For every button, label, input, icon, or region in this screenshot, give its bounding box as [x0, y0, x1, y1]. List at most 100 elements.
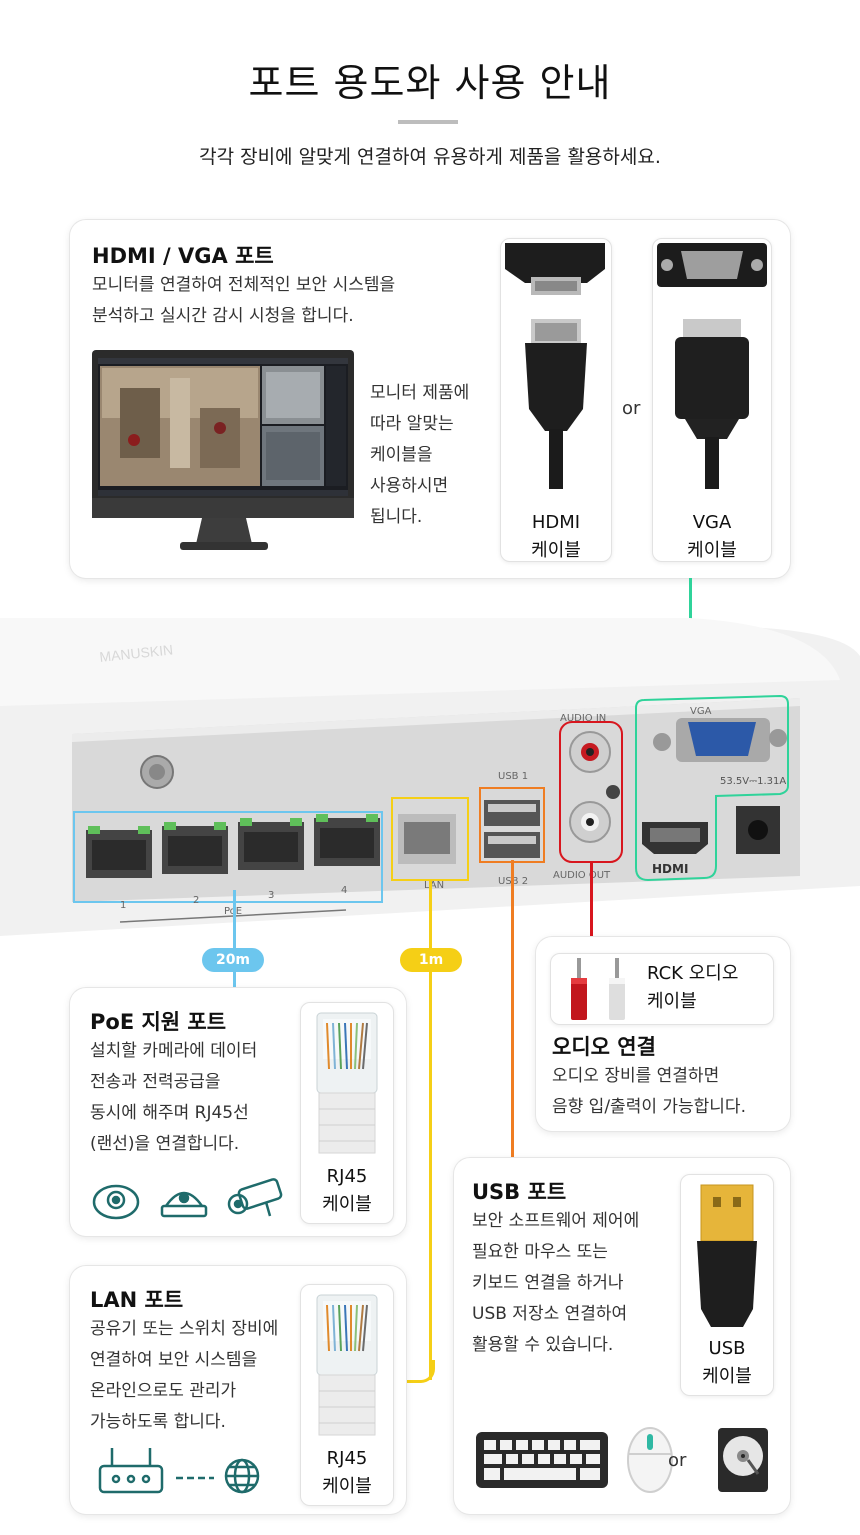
caption-line: VGA: [692, 512, 732, 533]
port-number: 1: [120, 900, 127, 911]
dome-camera-icon: [92, 1184, 140, 1220]
caption-line: 케이블: [647, 991, 697, 1012]
ceiling-camera-icon: [160, 1191, 208, 1218]
caption-line: 케이블: [702, 1366, 752, 1387]
rj45-cable-icon: [316, 1294, 378, 1436]
audio-card: RCK 오디오 케이블 오디오 연결 오디오 장비를 연결하면 음향 입/출력이…: [536, 937, 790, 1131]
usb-card: USB 포트 보안 소프트웨어 제어에 필요한 마우스 또는 키보드 연결을 하…: [454, 1158, 790, 1514]
hdmi-vga-desc: 모니터를 연결하여 전체적인 보안 시스템을 분석하고 실시간 감시 시청을 합…: [92, 270, 395, 332]
lan-card: LAN 포트 공유기 또는 스위치 장비에 연결하여 보안 시스템을 온라인으로…: [70, 1266, 406, 1514]
or-text: or: [668, 1450, 687, 1471]
rca-cable-icon: [571, 958, 625, 1020]
caption-line: RJ45: [326, 1448, 368, 1469]
bullet-camera-icon: [227, 1178, 283, 1217]
rj45-cable-icon: [316, 1012, 378, 1154]
caption-line: 케이블: [687, 540, 737, 561]
port-number: 3: [268, 890, 275, 901]
hard-drive-icon: [718, 1428, 768, 1492]
caption-line: 케이블: [322, 1476, 372, 1497]
rj45-cable-box: RJ45 케이블: [300, 1002, 394, 1224]
audio-out-label: AUDIO OUT: [553, 870, 611, 881]
vga-cable-icon: [657, 243, 767, 489]
desc-line: 모니터를 연결하여 전체적인 보안 시스템을: [92, 275, 396, 295]
rca-cable-box: RCK 오디오 케이블: [550, 953, 774, 1025]
audio-title: 오디오 연결: [552, 1035, 656, 1059]
desc-line: 동시에 해주며 RJ45선: [90, 1103, 249, 1123]
usb-title: USB 포트: [472, 1180, 567, 1204]
lan-title: LAN 포트: [90, 1288, 184, 1312]
usb-desc: 보안 소프트웨어 제어에 필요한 마우스 또는 키보드 연결을 하거나 USB …: [472, 1206, 639, 1361]
audio-desc: 오디오 장비를 연결하면 음향 입/출력이 가능합니다.: [552, 1061, 746, 1123]
lan-port-label: LAN: [424, 880, 445, 891]
note-line: 됩니다.: [370, 507, 423, 527]
poe-card: PoE 지원 포트 설치할 카메라에 데이터 전송과 전력공급을 동시에 해주며…: [70, 988, 406, 1236]
desc-line: 활용할 수 있습니다.: [472, 1335, 614, 1355]
usb-device-icons: [476, 1427, 768, 1493]
desc-line: (랜선)을 연결합니다.: [90, 1134, 240, 1154]
hdmi-vga-card: HDMI / VGA 포트 모니터를 연결하여 전체적인 보안 시스템을 분석하…: [70, 220, 790, 578]
lan-length-badge: 1m: [400, 948, 462, 972]
rca-cable-label: RCK 오디오 케이블: [647, 960, 769, 1016]
or-text: or: [622, 398, 641, 419]
camera-icons: [92, 1178, 283, 1220]
poe-connector-line: [233, 890, 236, 990]
hdmi-cable-box: HDMI 케이블: [500, 238, 612, 562]
usb-cable-icon: [697, 1184, 757, 1327]
vga-cable-label: VGA 케이블: [653, 509, 771, 565]
desc-line: 설치할 카메라에 데이터: [90, 1041, 258, 1061]
mouse-icon: [627, 1427, 673, 1493]
desc-line: USB 저장소 연결하여: [472, 1304, 628, 1324]
vga-cable-box: VGA 케이블: [652, 238, 772, 562]
lan-connector-corner: [405, 1360, 435, 1383]
rj45-cable-box: RJ45 케이블: [300, 1284, 394, 1506]
monitor-note: 모니터 제품에 따라 알맞는 케이블을 사용하시면 됩니다.: [370, 378, 469, 533]
hdmi-logo: HDMI: [652, 862, 689, 876]
usb-cable-label: USB 케이블: [681, 1335, 773, 1391]
usb-connector-line: [511, 860, 514, 1158]
desc-line: 키보드 연결을 하거나: [472, 1273, 624, 1293]
note-line: 모니터 제품에: [370, 383, 470, 403]
desc-line: 온라인으로도 관리가: [90, 1381, 237, 1401]
audio-in-label: AUDIO IN: [560, 713, 607, 724]
caption-line: RJ45: [326, 1166, 368, 1187]
usb-cable-box: USB 케이블: [680, 1174, 774, 1396]
note-line: 사용하시면: [370, 476, 449, 496]
desc-line: 보안 소프트웨어 제어에: [472, 1211, 640, 1231]
desc-line: 오디오 장비를 연결하면: [552, 1066, 720, 1086]
desc-line: 분석하고 실시간 감시 시청을 합니다.: [92, 306, 354, 326]
caption-line: RCK 오디오: [647, 963, 739, 984]
hdmi-cable-label: HDMI 케이블: [501, 509, 611, 565]
port-number: 2: [193, 895, 200, 906]
lan-desc: 공유기 또는 스위치 장비에 연결하여 보안 시스템을 온라인으로도 관리가 가…: [90, 1314, 278, 1438]
monitor-icon: [92, 350, 354, 550]
desc-line: 연결하여 보안 시스템을: [90, 1350, 258, 1370]
poe-length-badge: 20m: [202, 948, 264, 972]
desc-line: 음향 입/출력이 가능합니다.: [552, 1097, 746, 1117]
keyboard-icon: [476, 1432, 608, 1488]
audio-connector-line: [590, 862, 593, 938]
hdmi-vga-title: HDMI / VGA 포트: [92, 244, 274, 268]
title-divider: [398, 120, 458, 124]
rj45-cable-label: RJ45 케이블: [301, 1163, 393, 1219]
rj45-cable-label: RJ45 케이블: [301, 1445, 393, 1501]
page-subtitle: 각각 장비에 알맞게 연결하여 유용하게 제품을 활용하세요.: [199, 146, 661, 168]
caption-line: HDMI: [531, 512, 581, 533]
port-number: 4: [341, 885, 348, 896]
desc-line: 전송과 전력공급을: [90, 1072, 221, 1092]
svg-text:MANUSKIN: MANUSKIN: [99, 641, 174, 665]
hdmi-cable-icon: [505, 243, 605, 489]
nvr-device-rear: MANUSKIN: [0, 618, 860, 936]
vga-port-label: VGA: [690, 706, 712, 717]
desc-line: 가능하도록 합니다.: [90, 1412, 226, 1432]
caption-line: 케이블: [322, 1194, 372, 1215]
poe-title: PoE 지원 포트: [90, 1010, 227, 1034]
desc-line: 공유기 또는 스위치 장비에: [90, 1319, 279, 1339]
page-title: 포트 용도와 사용 안내: [248, 61, 612, 105]
note-line: 케이블을: [370, 445, 433, 465]
router-icon: [98, 1448, 164, 1494]
globe-icon: [224, 1458, 260, 1494]
caption-line: USB: [708, 1338, 746, 1359]
power-rating-label: 53.5V⎓1.31A: [720, 776, 787, 787]
network-icons: [98, 1448, 260, 1494]
note-line: 따라 알맞는: [370, 414, 454, 434]
